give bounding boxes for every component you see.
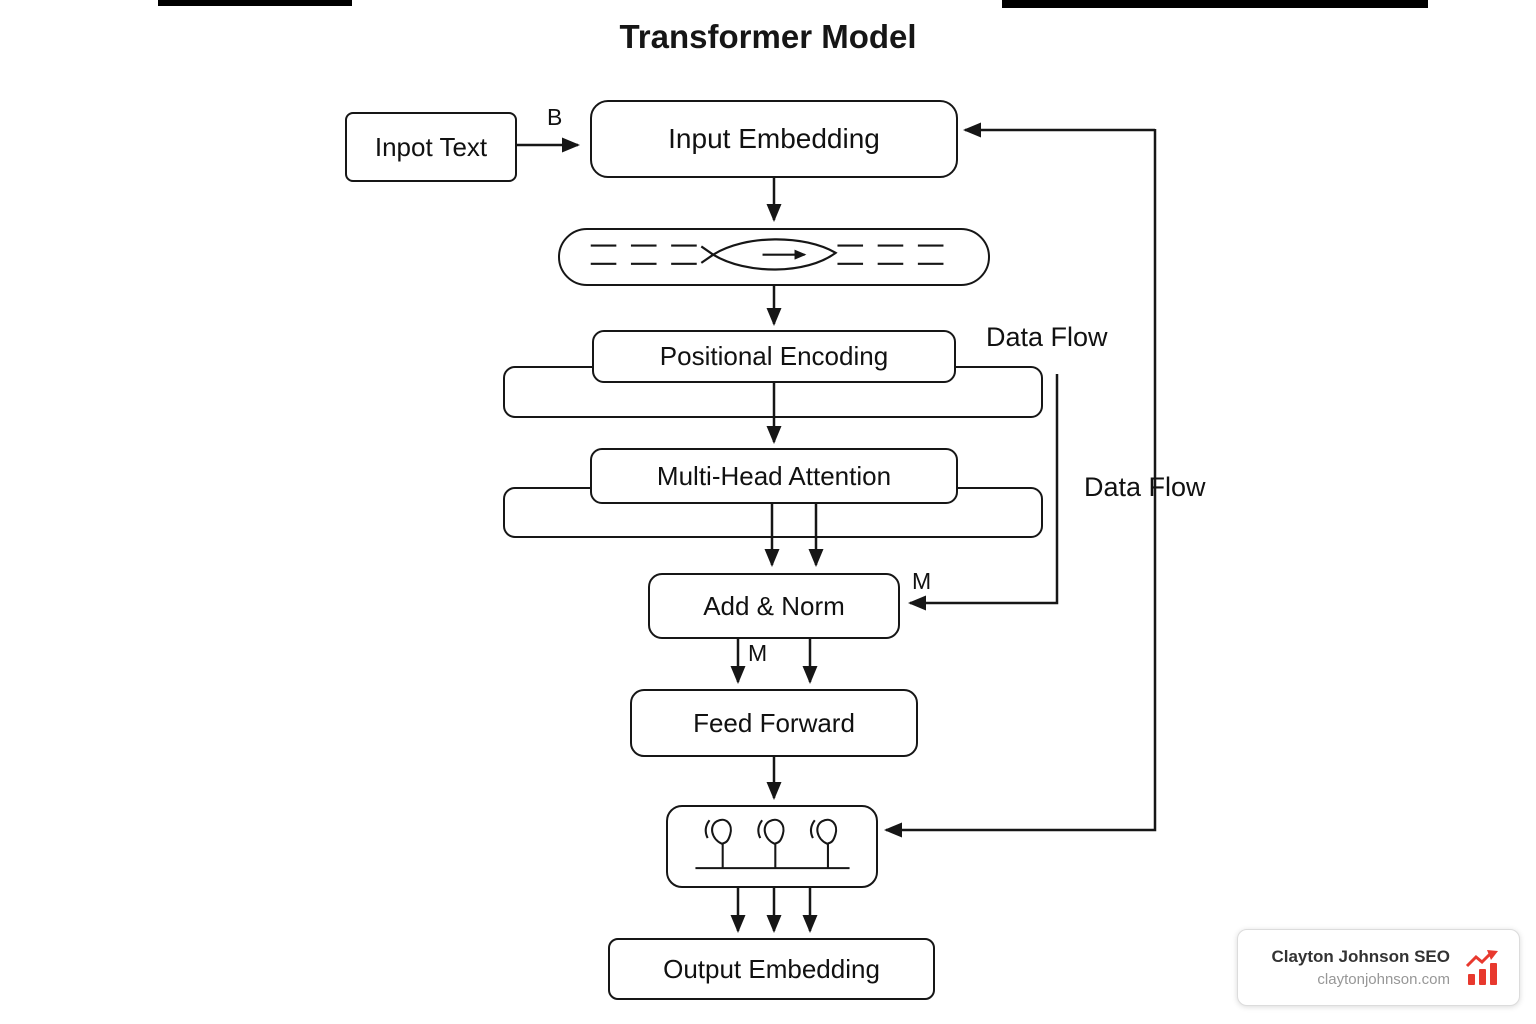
- node-positional-encoding-label: Positional Encoding: [659, 341, 889, 371]
- node-feed-forward: Feed Forward: [630, 689, 918, 757]
- watermark-url: claytonjohnson.com: [1317, 971, 1450, 988]
- head-glyph-2: [756, 818, 784, 868]
- watermark-card: Clayton Johnson SEO claytonjohnson.com: [1237, 929, 1520, 1006]
- seo-growth-chart-icon: [1465, 949, 1498, 985]
- node-positional-encoding: Positional Encoding: [592, 330, 956, 383]
- head-glyph-1: [704, 818, 732, 868]
- cropped-text-artifact-left: [158, 0, 352, 6]
- node-input-text: Inpot Text: [345, 112, 517, 182]
- edge-label-m-into-add-norm: M: [912, 568, 932, 594]
- node-multi-head-attention: Multi-Head Attention: [590, 448, 958, 504]
- watermark-text: Clayton Johnson SEO claytonjohnson.com: [1271, 947, 1450, 988]
- node-multi-head-attention-label: Multi-Head Attention: [656, 460, 892, 491]
- node-add-norm-label: Add & Norm: [703, 590, 845, 621]
- node-add-norm: Add & Norm: [648, 573, 900, 639]
- node-input-embedding: Input Embedding: [590, 100, 958, 178]
- cropped-text-artifact-right: [1002, 0, 1428, 8]
- diagram-title: Transformer Model: [619, 18, 917, 55]
- head-glyph-3: [809, 818, 837, 868]
- edge-label-data-flow-outer: Data Flow: [1084, 472, 1206, 502]
- node-output-embedding: Output Embedding: [608, 938, 935, 1000]
- node-input-text-label: Inpot Text: [374, 131, 488, 162]
- edge-label-m-below-add-norm: M: [748, 640, 768, 666]
- watermark-name: Clayton Johnson SEO: [1271, 947, 1450, 966]
- edge-label-b: B: [547, 104, 563, 130]
- dashed-flow-pipe-icon: [558, 228, 990, 286]
- attention-head-glyphs-icon: [666, 805, 878, 888]
- node-output-embedding-label: Output Embedding: [663, 953, 880, 984]
- node-input-embedding-label: Input Embedding: [668, 123, 880, 154]
- node-feed-forward-label: Feed Forward: [693, 707, 855, 738]
- edge-label-data-flow-inner: Data Flow: [986, 322, 1108, 352]
